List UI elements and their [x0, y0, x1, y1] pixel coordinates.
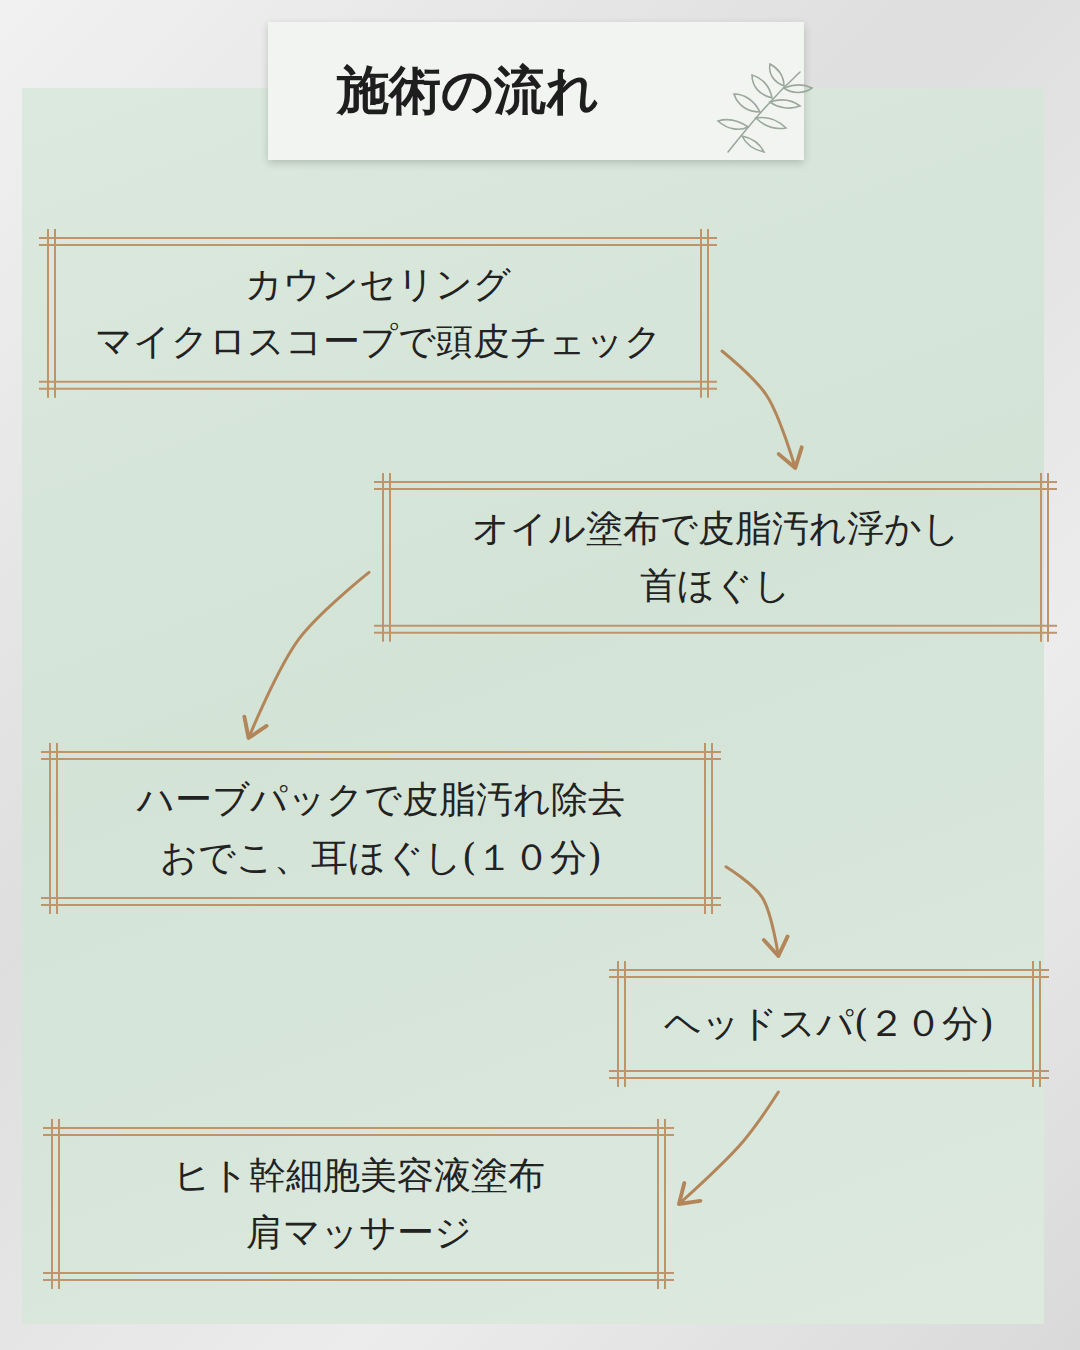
frame-line: [56, 743, 58, 914]
frame-line: [51, 1119, 53, 1289]
process-box: ヒト幹細胞美容液塗布肩マッサージ: [52, 1128, 665, 1280]
frame-line: [1047, 473, 1049, 642]
double-frame: [43, 1119, 674, 1289]
frame-line: [41, 897, 721, 899]
frame-line: [43, 1279, 674, 1281]
frame-line: [43, 1272, 674, 1274]
frame-line: [624, 961, 626, 1087]
process-box: ハーブパックで皮脂汚れ除去おでこ、耳ほぐし(１０分): [50, 752, 712, 905]
double-frame: [39, 229, 717, 398]
frame-line: [374, 488, 1057, 490]
frame-line: [700, 229, 702, 398]
flow-arrow: [726, 867, 778, 956]
frame-line: [43, 1127, 674, 1129]
step-text: ハーブパックで皮脂汚れ除去: [137, 771, 625, 828]
frame-line: [39, 381, 717, 383]
frame-line: [43, 1134, 674, 1136]
step-text: カウンセリング: [245, 256, 511, 313]
flow-arrow: [249, 572, 369, 738]
frame-line: [664, 1119, 666, 1289]
frame-line: [617, 961, 619, 1087]
frame-line: [382, 473, 384, 642]
step-text: マイクロスコープで頭皮チェック: [95, 313, 662, 370]
step-text: 首ほぐし: [640, 557, 791, 614]
frame-line: [47, 229, 49, 398]
frame-line: [374, 481, 1057, 483]
background-panel: [22, 88, 1044, 1324]
frame-line: [704, 743, 706, 914]
frame-line: [41, 758, 721, 760]
frame-line: [609, 969, 1049, 971]
frame-line: [374, 625, 1057, 627]
process-box: カウンセリングマイクロスコープで頭皮チェック: [48, 238, 708, 389]
flow-arrow: [679, 1092, 778, 1204]
frame-line: [609, 976, 1049, 978]
frame-line: [58, 1119, 60, 1289]
step-text: オイル塗布で皮脂汚れ浮かし: [472, 500, 960, 557]
process-box: ヘッドスパ(２０分): [618, 970, 1040, 1078]
step-text: 肩マッサージ: [246, 1204, 472, 1261]
frame-line: [374, 632, 1057, 634]
process-box: オイル塗布で皮脂汚れ浮かし首ほぐし: [383, 482, 1048, 633]
frame-line: [711, 743, 713, 914]
double-frame: [374, 473, 1057, 642]
frame-line: [41, 751, 721, 753]
flow-arrow: [722, 351, 795, 468]
frame-line: [1040, 473, 1042, 642]
frame-line: [54, 229, 56, 398]
frame-line: [1039, 961, 1041, 1087]
frame-line: [609, 1077, 1049, 1079]
frame-line: [657, 1119, 659, 1289]
frame-line: [389, 473, 391, 642]
step-text: おでこ、耳ほぐし(１０分): [160, 829, 602, 886]
frame-line: [1032, 961, 1034, 1087]
frame-line: [39, 244, 717, 246]
frame-line: [609, 1070, 1049, 1072]
frame-line: [39, 388, 717, 390]
double-frame: [41, 743, 721, 914]
step-text: ヘッドスパ(２０分): [664, 995, 994, 1052]
frame-line: [707, 229, 709, 398]
frame-line: [39, 237, 717, 239]
frame-line: [49, 743, 51, 914]
title: 施術の流れ: [268, 22, 668, 160]
frame-line: [41, 904, 721, 906]
step-text: ヒト幹細胞美容液塗布: [173, 1147, 545, 1204]
